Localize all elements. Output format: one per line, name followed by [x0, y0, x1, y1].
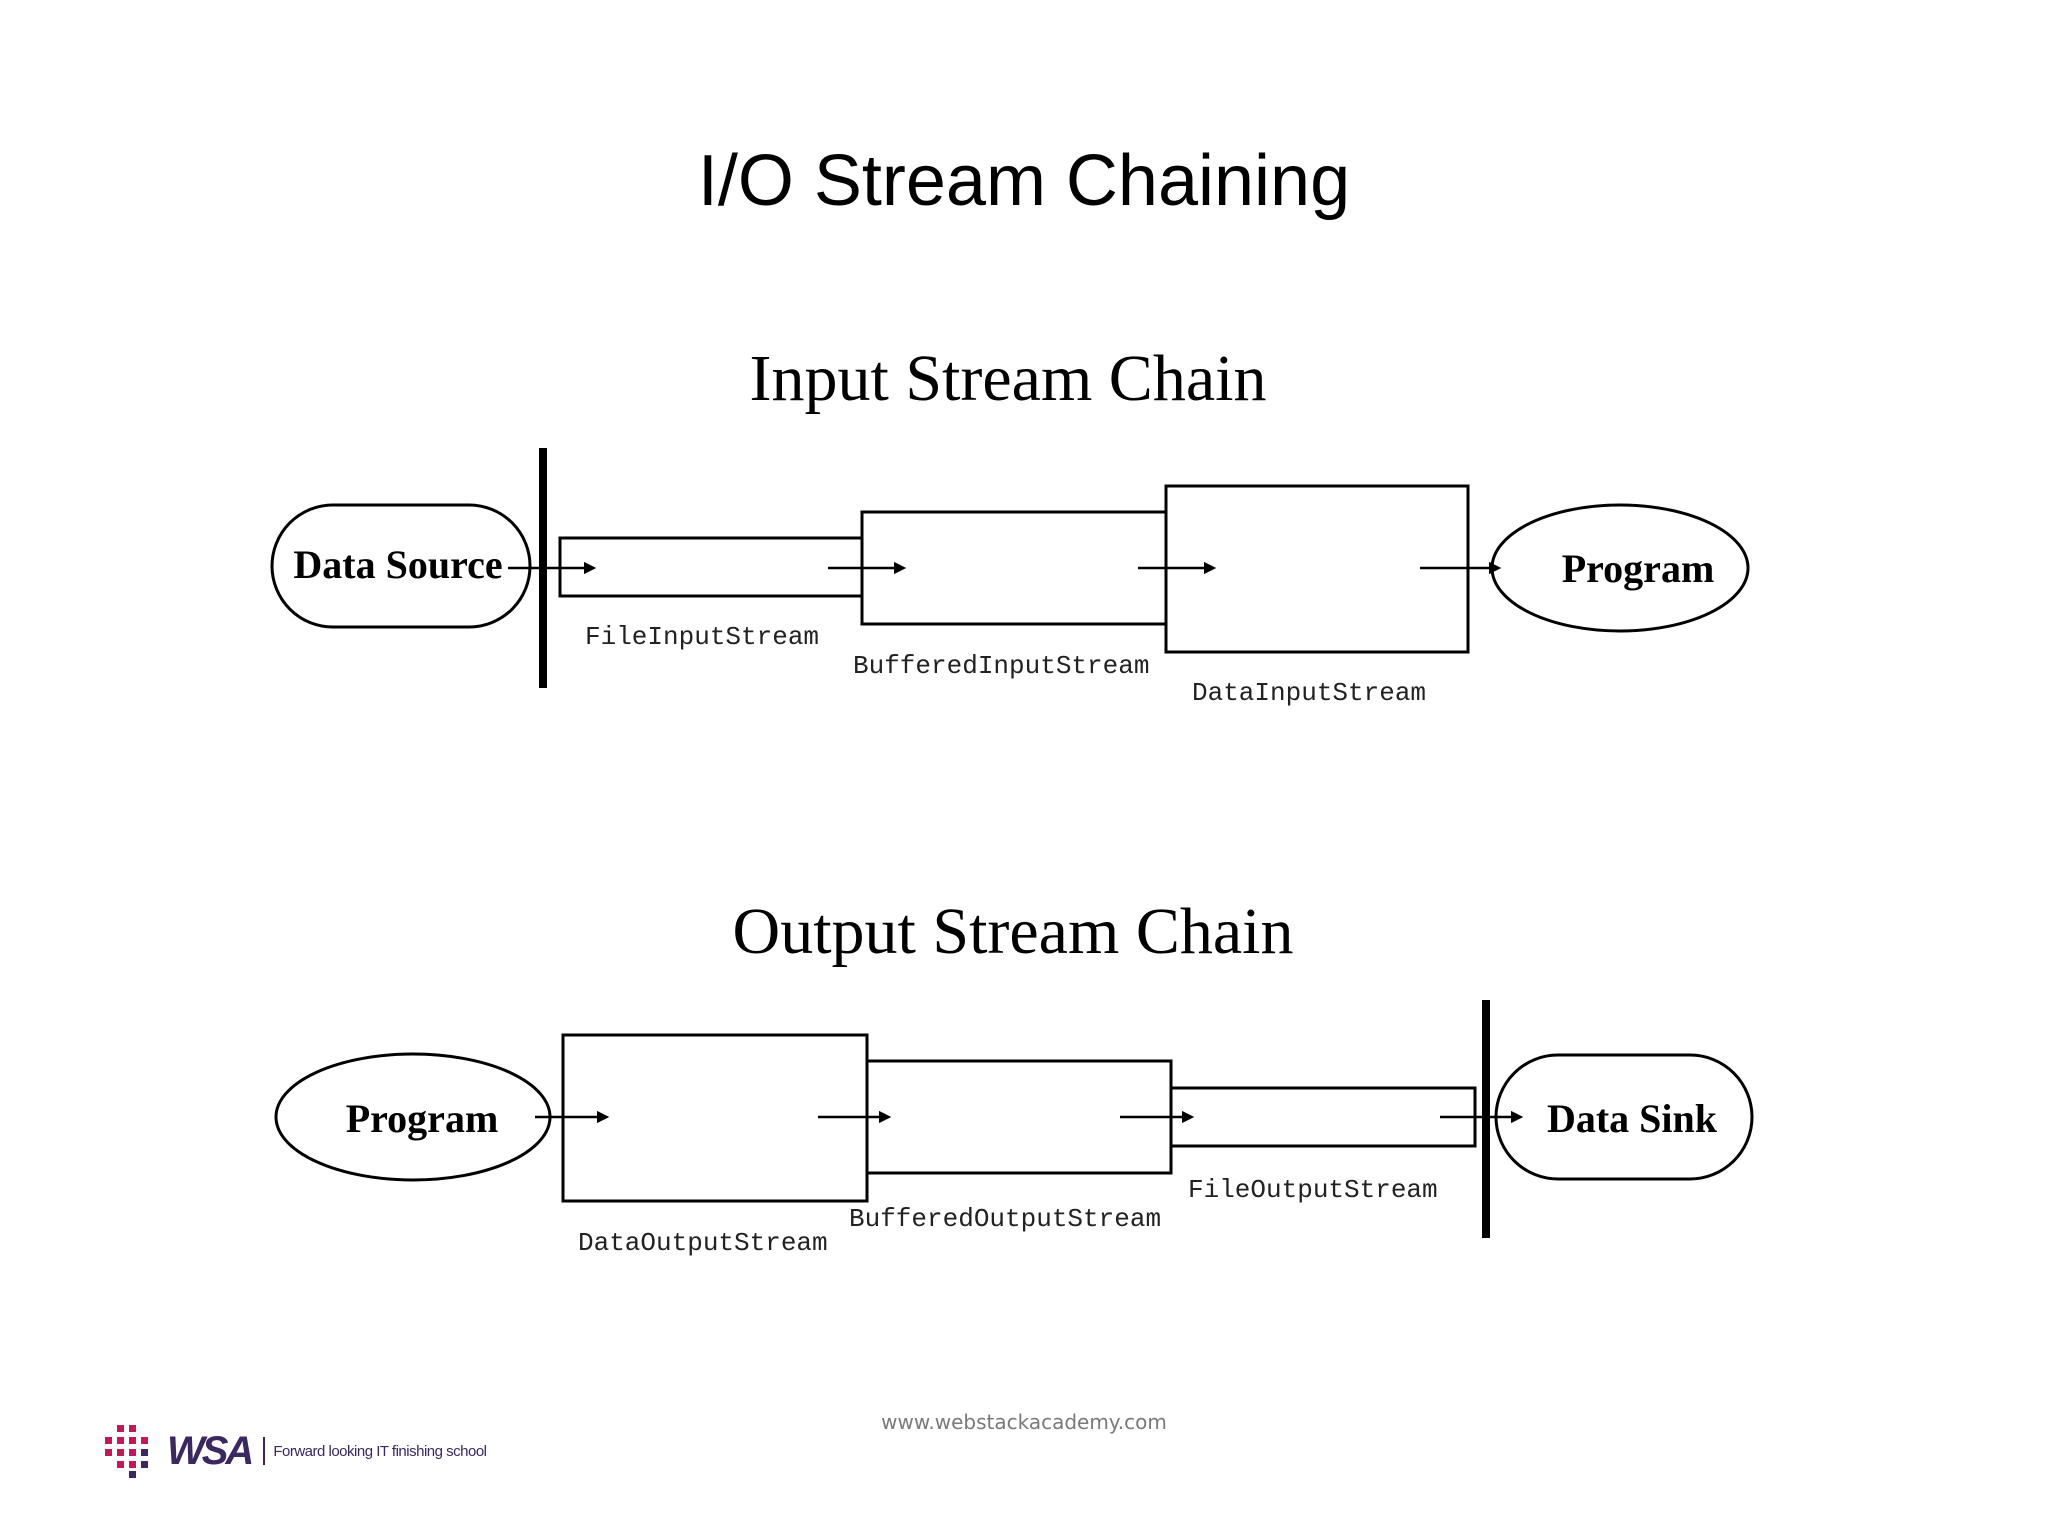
data-source-label: Data Source [293, 542, 502, 587]
footer-url: www.webstackacademy.com [881, 1410, 1167, 1434]
file-input-stream-label: FileInputStream [585, 622, 819, 652]
data-input-stream-label: DataInputStream [1192, 678, 1426, 708]
file-input-stream-box [558, 536, 864, 598]
wsa-logo: WSA Forward looking IT finishing school [103, 1420, 487, 1482]
data-output-stream-label: DataOutputStream [578, 1228, 828, 1258]
data-sink-label: Data Sink [1547, 1096, 1718, 1141]
file-output-stream-box [1169, 1086, 1477, 1148]
logo-brand: WSA [167, 1428, 254, 1473]
logo-tagline: Forward looking IT finishing school [273, 1442, 487, 1460]
output-chain-title: Output Stream Chain [733, 895, 1294, 968]
input-chain-title: Input Stream Chain [750, 342, 1267, 415]
buffered-output-stream-label: BufferedOutputStream [849, 1204, 1161, 1234]
program-label-input: Program [1562, 546, 1715, 591]
input-chain: Input Stream Chain Data Source Program F… [270, 342, 1750, 708]
buffered-input-stream-box [860, 510, 1168, 626]
data-source-node [270, 503, 532, 629]
output-chain: Output Stream Chain Program Data Sink Da… [274, 895, 1754, 1258]
buffered-input-stream-label: BufferedInputStream [853, 651, 1149, 681]
file-output-stream-label: FileOutputStream [1188, 1175, 1438, 1205]
program-label-output: Program [346, 1096, 499, 1141]
slide-title: I/O Stream Chaining [697, 141, 1351, 221]
logo-separator [263, 1437, 266, 1465]
wsa-dots-icon [105, 1425, 148, 1478]
